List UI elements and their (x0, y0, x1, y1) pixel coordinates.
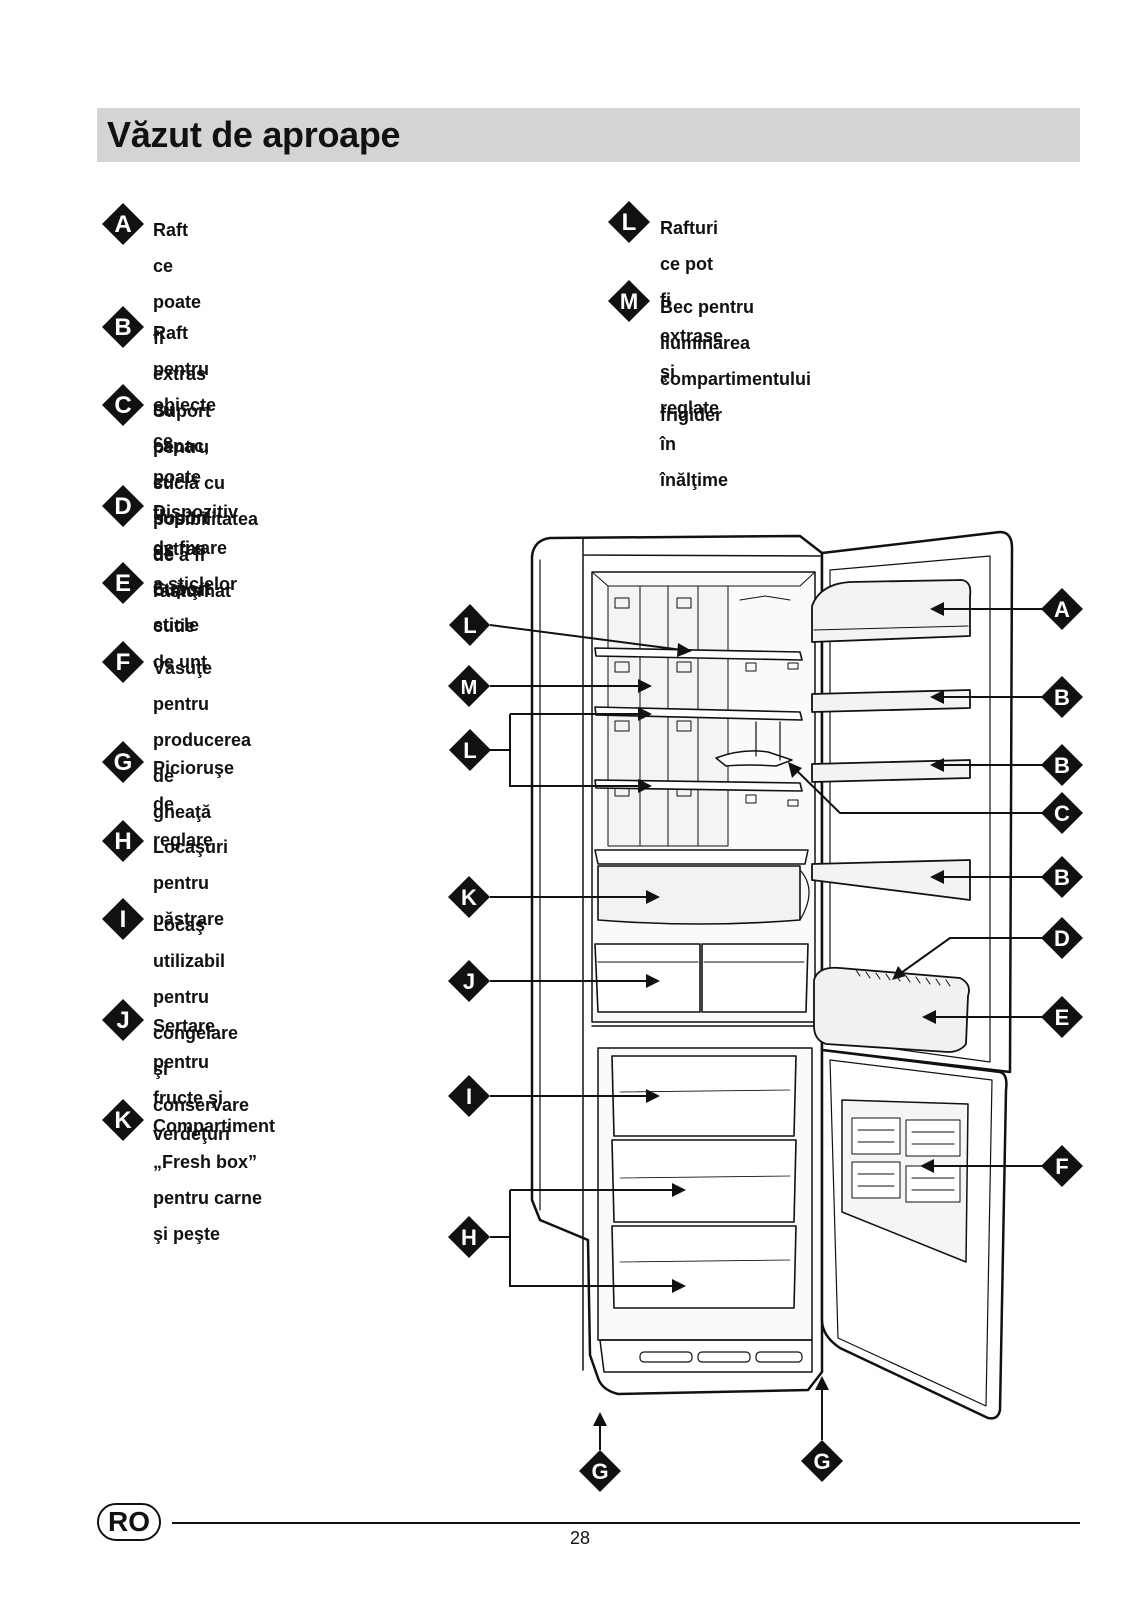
diagram-callout-j-icon: J (448, 960, 490, 1002)
page-title: Văzut de aproape (107, 114, 401, 155)
diagram-callout-m-icon: M (448, 665, 490, 707)
svg-text:C: C (114, 392, 131, 419)
diagram-callout-c-icon: C (1041, 792, 1083, 834)
letter-f-badge-icon: F (101, 640, 145, 684)
svg-text:J: J (463, 969, 475, 994)
svg-text:H: H (114, 828, 131, 855)
diagram-callout-l-bottom-icon: L (449, 729, 491, 771)
diagram-callout-i-icon: I (448, 1075, 490, 1117)
svg-text:H: H (461, 1225, 477, 1250)
diagram-callout-a-icon: A (1041, 588, 1083, 630)
svg-text:F: F (1055, 1154, 1068, 1179)
diagram-callout-h-icon: H (448, 1216, 490, 1258)
svg-text:I: I (466, 1084, 472, 1109)
letter-k-badge-icon: K (101, 1098, 145, 1142)
legend-text: Compartiment „Fresh box”pentru carne şi … (153, 1116, 276, 1244)
letter-b-badge-icon: B (101, 305, 145, 349)
svg-text:B: B (1054, 865, 1070, 890)
svg-text:B: B (114, 314, 131, 341)
svg-text:I: I (120, 906, 127, 933)
svg-text:M: M (620, 289, 638, 314)
letter-l-badge-icon: L (607, 200, 651, 244)
diagram-callout-b1-icon: B (1041, 676, 1083, 718)
footer-divider (172, 1522, 1080, 1524)
country-code-badge: RO (97, 1503, 161, 1541)
legend-text: Suport sticle (153, 579, 211, 635)
diagram-callout-f-icon: F (1041, 1145, 1083, 1187)
letter-h-badge-icon: H (101, 819, 145, 863)
letter-a-badge-icon: A (101, 202, 145, 246)
diagram-callout-b3-icon: B (1041, 856, 1083, 898)
diagram-callout-l-top-icon: L (449, 604, 490, 646)
svg-text:G: G (591, 1459, 608, 1484)
svg-text:D: D (1054, 926, 1070, 951)
letter-c-badge-icon: C (101, 383, 145, 427)
svg-text:M: M (461, 677, 478, 699)
svg-text:B: B (1054, 753, 1070, 778)
legend-text: Locaşuri pentru păstrare (153, 837, 229, 929)
diagram-callout-g-right-icon: G (801, 1440, 843, 1482)
legend-text: Raft pentru obiecte ce poate fi extras (153, 323, 217, 559)
letter-m-badge-icon: M (607, 279, 651, 323)
svg-text:B: B (1054, 685, 1070, 710)
legend-text: Dispozitiv de fixare a sticlelor (153, 502, 239, 594)
letter-e-badge-icon: E (101, 561, 145, 605)
svg-text:L: L (463, 738, 476, 763)
legend-text: Suport pentru sticlă cu posibilitatea de… (153, 401, 259, 601)
svg-text:K: K (114, 1107, 132, 1134)
svg-text:A: A (1054, 597, 1070, 622)
diagram-callout-e-icon: E (1041, 996, 1083, 1038)
svg-text:E: E (1055, 1005, 1070, 1030)
svg-text:F: F (116, 649, 131, 676)
letter-g-badge-icon: G (101, 740, 145, 784)
diagram-callout-d-icon: D (1041, 917, 1083, 959)
letter-j-badge-icon: J (101, 998, 145, 1042)
page-number: 28 (569, 1528, 591, 1548)
svg-text:L: L (622, 209, 637, 236)
letter-i-badge-icon: I (101, 897, 145, 941)
legend-text: Picioruşe de reglare (153, 758, 235, 850)
diagram-callout-b2-icon: B (1041, 744, 1083, 786)
diagram-callout-k-icon: K (448, 876, 490, 918)
svg-text:A: A (114, 211, 131, 238)
svg-text:J: J (116, 1007, 129, 1034)
svg-text:L: L (463, 613, 476, 638)
diagram-callout-g-left-icon: G (579, 1450, 621, 1492)
legend-text: Rafturi ce pot fi extrase şi reglate în … (660, 218, 729, 490)
letter-d-badge-icon: D (101, 484, 145, 528)
svg-text:C: C (1054, 801, 1070, 826)
legend-text: Raft ce poate fi extras cu capac, cu sup… (153, 220, 210, 672)
svg-text:E: E (115, 570, 131, 597)
svg-text:K: K (461, 885, 477, 910)
svg-text:G: G (813, 1449, 830, 1474)
svg-text:D: D (114, 493, 131, 520)
section-header: Văzut de aproape (97, 108, 1080, 162)
svg-text:G: G (114, 749, 133, 776)
